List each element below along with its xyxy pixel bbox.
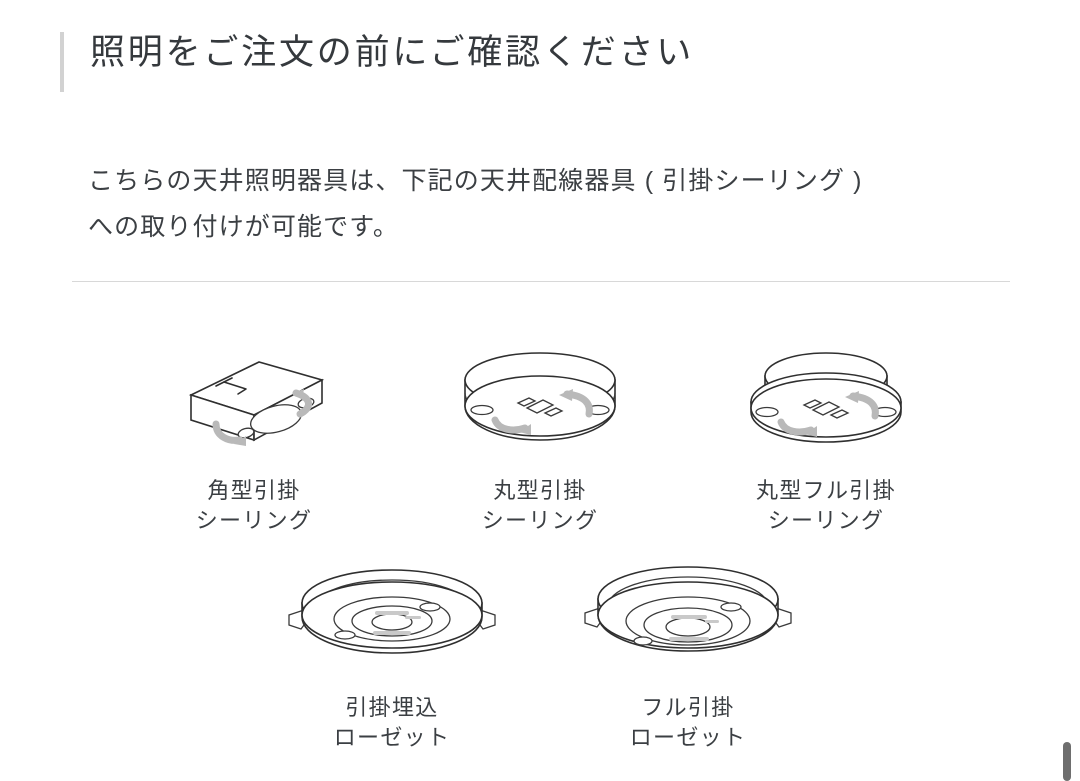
- page-heading: 照明をご注文の前にご確認ください: [60, 30, 694, 92]
- fixture-type-grid: 角型引掛 シーリング: [0, 345, 1080, 753]
- round-hook-ceiling-icon: [464, 351, 616, 441]
- full-hook-rosette-icon: [584, 566, 792, 653]
- section-divider: [72, 281, 1010, 282]
- intro-paragraph: こちらの天井照明器具は、下記の天井配線器具 ( 引掛シーリング ) への取り付け…: [88, 158, 1008, 251]
- round-full-hook-ceiling-illustration: [731, 345, 921, 460]
- flush-mount-rosette-icon: [288, 569, 496, 655]
- round-hook-ceiling-illustration: [445, 345, 635, 460]
- fixture-type-square-hook-ceiling: 角型引掛 シーリング: [111, 345, 397, 535]
- round-full-hook-ceiling-icon: [750, 351, 902, 443]
- fixture-type-round-full-hook-ceiling: 丸型フル引掛 シーリング: [683, 345, 969, 535]
- fixture-type-caption: 丸型フル引掛 シーリング: [756, 478, 896, 533]
- fixture-type-round-hook-ceiling: 丸型引掛 シーリング: [397, 345, 683, 535]
- fixture-type-full-hook-rosette: フル引掛 ローゼット: [540, 563, 836, 752]
- fixture-type-flush-mount-rosette: 引掛埋込 ローゼット: [244, 563, 540, 752]
- square-hook-ceiling-illustration: [154, 345, 354, 460]
- heading-accent-bar: [60, 32, 64, 92]
- fixture-type-row-top: 角型引掛 シーリング: [0, 345, 1080, 535]
- intro-paragraph-line2: への取り付けが可能です。: [88, 213, 400, 242]
- fixture-type-row-bottom: 引掛埋込 ローゼット: [0, 563, 1080, 752]
- page-scrollbar-thumb[interactable]: [1063, 742, 1071, 781]
- fixture-type-caption: フル引掛 ローゼット: [629, 695, 747, 751]
- square-hook-ceiling-icon: [188, 360, 325, 446]
- flush-mount-rosette-illustration: [267, 563, 517, 673]
- fixture-type-caption: 引掛埋込 ローゼット: [333, 695, 451, 751]
- fixture-type-caption: 角型引掛 シーリング: [195, 478, 313, 533]
- intro-paragraph-line1: こちらの天井照明器具は、下記の天井配線器具 ( 引掛シーリング ): [88, 167, 863, 195]
- full-hook-rosette-illustration: [563, 563, 813, 673]
- fixture-type-caption: 丸型引掛 シーリング: [481, 478, 599, 533]
- page-title: 照明をご注文の前にご確認ください: [90, 33, 695, 72]
- page-scrollbar-track[interactable]: [1063, 0, 1071, 781]
